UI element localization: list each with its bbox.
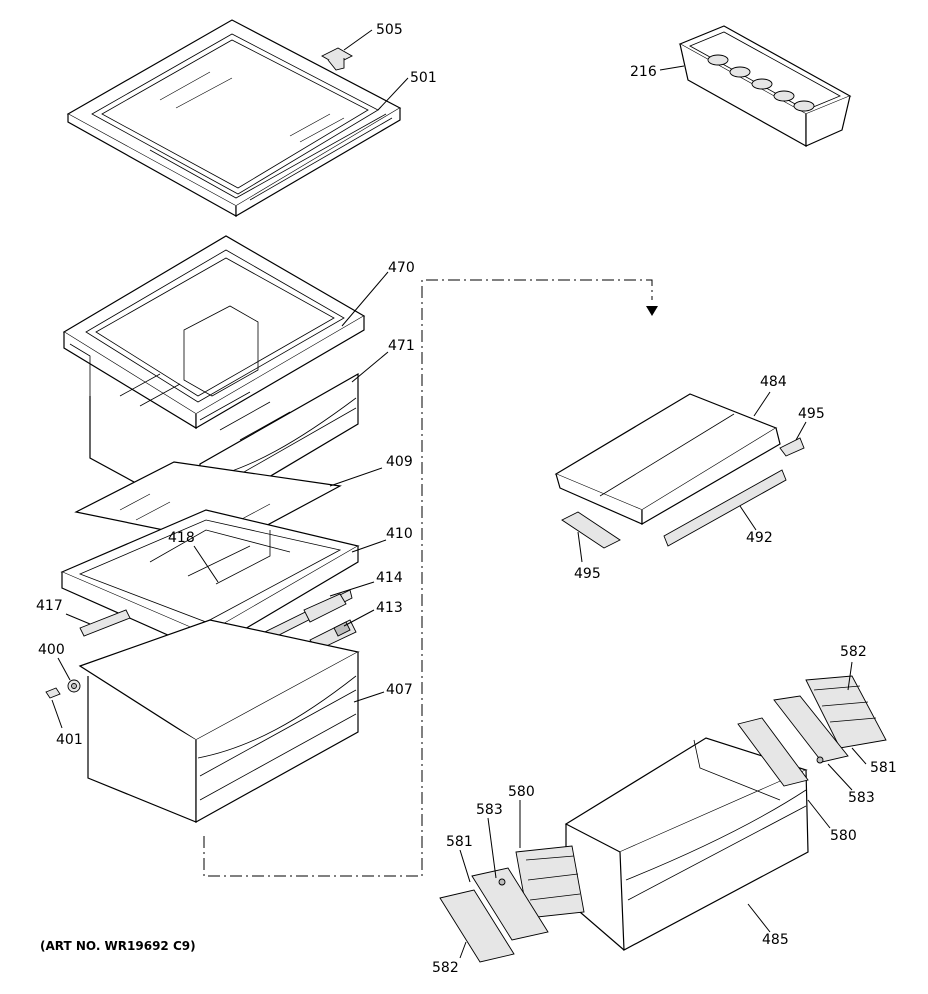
label-470: 470 (388, 260, 415, 276)
part-pan-cover (554, 393, 805, 549)
part-egg-tray (678, 25, 852, 148)
label-400: 400 (38, 642, 65, 658)
label-501: 501 (410, 70, 437, 86)
art-number: (ART NO. WR19692 C9) (40, 939, 196, 953)
part-pan-cover-frame (62, 235, 366, 430)
label-583-right: 583 (848, 790, 875, 806)
part-snack-pan (564, 737, 809, 951)
part-lower-pan (78, 619, 360, 824)
label-484: 484 (760, 374, 787, 390)
label-413: 413 (376, 600, 403, 616)
label-410: 410 (386, 526, 413, 542)
label-407: 407 (386, 682, 413, 698)
part-dividers-right (737, 675, 887, 787)
label-582-right: 582 (840, 644, 867, 660)
dash-dot-connector (203, 279, 658, 877)
label-583-left: 583 (476, 802, 503, 818)
label-492: 492 (746, 530, 773, 546)
label-418: 418 (168, 530, 195, 546)
part-glass-shelf (66, 19, 402, 218)
label-414: 414 (376, 570, 403, 586)
label-417: 417 (36, 598, 63, 614)
label-581-left: 581 (446, 834, 473, 850)
label-409: 409 (386, 454, 413, 470)
label-495-bottom: 495 (574, 566, 601, 582)
part-shelf-clip (321, 47, 353, 71)
label-216: 216 (630, 64, 657, 80)
leader-lines (51, 29, 867, 959)
label-580-left: 580 (508, 784, 535, 800)
part-cover-frame (60, 509, 360, 654)
label-471: 471 (388, 338, 415, 354)
part-dividers-left (439, 845, 585, 963)
label-401: 401 (56, 732, 83, 748)
part-screw-set (45, 679, 81, 699)
label-582-left: 582 (432, 960, 459, 976)
label-580-right: 580 (830, 828, 857, 844)
label-581-right: 581 (870, 760, 897, 776)
part-number-labels: 505 501 216 470 471 409 410 418 414 417 … (36, 22, 897, 976)
label-485: 485 (762, 932, 789, 948)
label-505: 505 (376, 22, 403, 38)
label-495-top: 495 (798, 406, 825, 422)
